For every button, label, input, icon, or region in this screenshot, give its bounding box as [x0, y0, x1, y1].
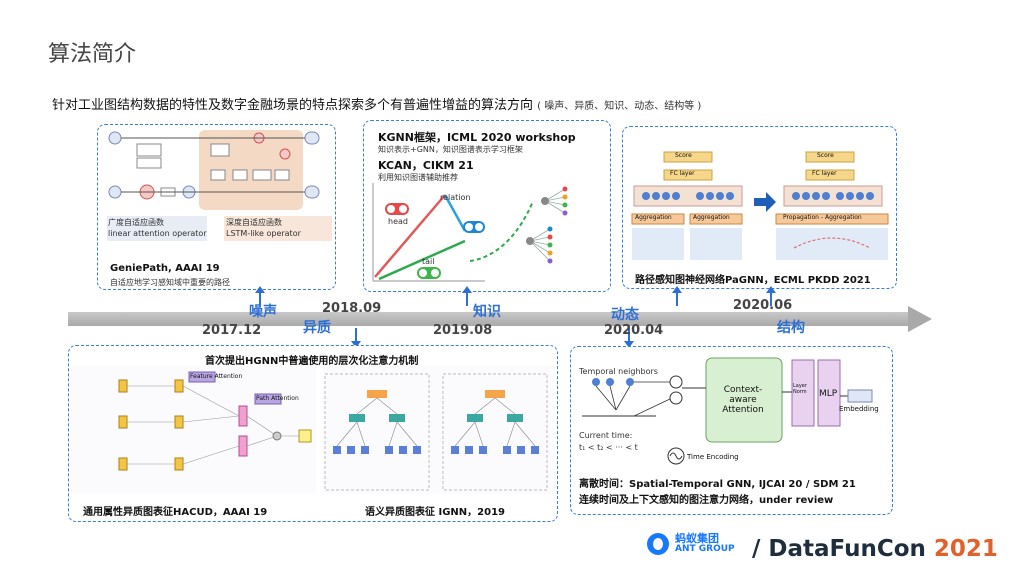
time-encoding-label: Time Encoding [687, 453, 739, 461]
panel-hgnn: 首次提出HGNN中普遍使用的层次化注意力机制 Feature Attention… [68, 345, 558, 522]
pagnn-agg-left: Aggregation [635, 214, 672, 221]
geniepath-diagram [107, 130, 332, 241]
datafuncon-name: / DataFunCon [752, 536, 926, 562]
pagnn-agg-right: Aggregation [693, 214, 730, 221]
temporal-diagram [582, 357, 873, 465]
panel-kgnn: KGNN框架，ICML 2020 workshop 知识表示+GNN，知识图谱表… [363, 120, 611, 292]
timeline-arrow-2019 [462, 286, 472, 306]
pagnn-score-left: Score [675, 152, 692, 159]
year-2020a: 2020.04 [604, 323, 664, 338]
temporal-order: t₁ < t₂ < ··· < t [579, 443, 638, 452]
kgnn-head-label: head [388, 217, 408, 226]
timeline-arrow-2020a [624, 328, 634, 348]
datafuncon-brand: / DataFunCon 2021 [752, 536, 998, 562]
pagnn-fc-left: FC layer [670, 170, 695, 177]
hacud-caption: 通用属性异质图表征HACUD，AAAI 19 [83, 507, 268, 518]
tag-structure: 结构 [777, 320, 805, 336]
ant-logo-text: 蚂蚁集团 ANT GROUP [675, 533, 735, 555]
geniepath-caption: GeniePath, AAAI 19 [110, 263, 220, 274]
datafuncon-year: 2021 [933, 536, 998, 562]
kgnn-tail-label: tail [422, 257, 435, 266]
timeline-arrow-2018 [351, 328, 361, 348]
timeline-arrow-2017 [255, 286, 265, 306]
tag-hetero: 异质 [303, 320, 331, 336]
subtitle-main: 针对工业图结构数据的特性及数字金融场景的特点探索多个有普遍性增益的算法方向 [52, 98, 534, 113]
kgnn-title: KGNN框架，ICML 2020 workshop [378, 131, 576, 144]
year-2020b: 2020.06 [733, 298, 793, 313]
geniepath-depth-label: 深度自适应函数 [226, 218, 282, 227]
subtitle-note: ( 噪声、异质、知识、动态、结构等 ) [537, 101, 702, 112]
pagnn-caption: 路径感知图神经网络PaGNN，ECML PKDD 2021 [635, 275, 871, 286]
timeline-arrow-2020b [766, 286, 776, 306]
page-subtitle: 针对工业图结构数据的特性及数字金融场景的特点探索多个有普遍性增益的算法方向 ( … [52, 94, 701, 113]
kgnn-desc: 知识表示+GNN，知识图谱表示学习框架 [378, 145, 523, 154]
context-attention-block: Context-aware Attention [722, 385, 764, 415]
hacud-diagram [71, 366, 316, 494]
pagnn-fc-right: FC layer [812, 170, 837, 177]
timeline-bar [68, 312, 913, 326]
timeline-arrowhead [908, 306, 932, 332]
year-2017: 2017.12 [202, 323, 262, 338]
ant-logo-en: ANT GROUP [675, 544, 735, 554]
geniepath-breadth-label: 广度自适应函数 [108, 218, 164, 227]
temporal-current-time: Current time: [579, 431, 633, 440]
hgnn-title: 首次提出HGNN中普遍使用的层次化注意力机制 [205, 356, 419, 367]
geniepath-depth-label-en: LSTM-like operator [226, 229, 301, 238]
temporal-neighbors-label: Temporal neighbors [579, 367, 658, 376]
panel-temporal: Temporal neighbors Current time: t₁ < t₂… [570, 346, 893, 515]
ignn-caption: 语义异质图表征 IGNN，2019 [365, 507, 505, 518]
kgnn-diagram [372, 183, 568, 282]
panel-pagnn: Score FC layer Aggregation Aggregation S… [622, 126, 897, 289]
year-2019: 2019.08 [433, 323, 493, 338]
timeline-arrow-2020a-up [672, 286, 682, 306]
pagnn-prop-agg: Propagation - Aggregation [783, 214, 862, 221]
geniepath-breadth-label-en: linear attention operator [108, 229, 207, 238]
kcan-desc: 利用知识图谱辅助推荐 [378, 173, 458, 182]
tag-dynamic: 动态 [611, 307, 639, 323]
ant-logo-cn: 蚂蚁集团 [675, 532, 719, 545]
year-2018: 2018.09 [322, 301, 382, 316]
pagnn-diagram [631, 151, 889, 260]
tag-noise: 噪声 [249, 304, 277, 320]
kgnn-relation-label: relation [440, 193, 471, 202]
mlp-block: MLP [819, 389, 838, 399]
temporal-caption-1: 离散时间：Spatial-Temporal GNN, IJCAI 20 / SD… [579, 479, 856, 490]
tag-knowledge: 知识 [473, 304, 501, 320]
ant-logo-icon [647, 533, 669, 555]
hgnn-path-attention: Path Attention [256, 395, 299, 402]
panel-geniepath: 广度自适应函数 linear attention operator 深度自适应函… [97, 124, 336, 290]
ant-group-logo: 蚂蚁集团 ANT GROUP [647, 533, 735, 555]
layer-norm-block: Layer Norm [793, 383, 807, 395]
embedding-label: Embedding [839, 405, 879, 413]
ignn-diagram [323, 366, 551, 494]
page-title: 算法简介 [48, 42, 137, 67]
kcan-title: KCAN，CIKM 21 [378, 159, 474, 172]
pagnn-score-right: Score [817, 152, 834, 159]
temporal-caption-2: 连续时间及上下文感知的图注意力网络，under review [579, 495, 834, 506]
geniepath-caption-sub: 自适应地学习感知域中重要的路径 [110, 278, 230, 287]
hgnn-feature-attention: Feature Attention [190, 373, 243, 380]
